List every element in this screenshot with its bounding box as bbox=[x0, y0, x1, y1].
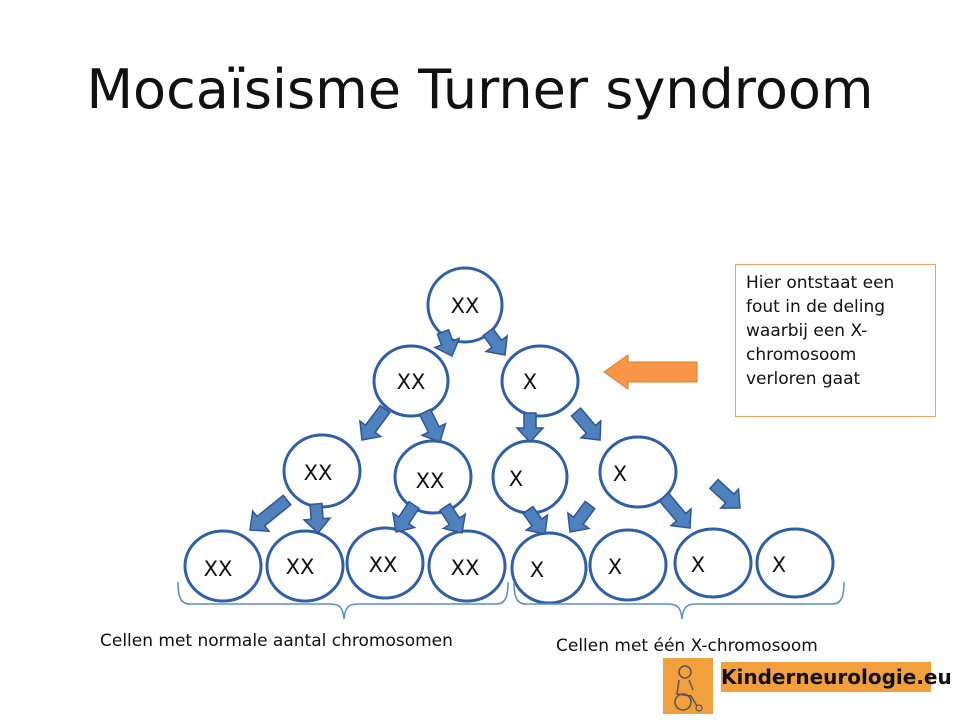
child-wheelchair-logo-icon bbox=[663, 658, 713, 714]
cell-l3d: XX bbox=[427, 529, 507, 603]
division-arrow bbox=[358, 404, 391, 441]
left-group-brace bbox=[177, 581, 509, 620]
cell-label: X bbox=[691, 553, 705, 577]
cell-label: XX bbox=[451, 556, 480, 580]
cell-label: X bbox=[530, 558, 544, 582]
division-arrow bbox=[418, 408, 447, 443]
division-arrow bbox=[249, 494, 292, 533]
division-arrow bbox=[302, 502, 332, 535]
cell-l3f: X bbox=[588, 528, 668, 602]
division-arrow bbox=[570, 407, 602, 441]
division-arrow bbox=[515, 412, 545, 444]
left-group-label: Cellen met normale aantal chromosomen bbox=[100, 631, 453, 651]
cell-label: XX bbox=[204, 557, 233, 581]
error-callout-box: Hier ontstaat een fout in de deling waar… bbox=[735, 264, 936, 417]
division-arrow bbox=[433, 328, 461, 358]
cell-label: XX bbox=[286, 555, 315, 579]
division-arrow bbox=[482, 327, 509, 356]
cell-label: XX bbox=[369, 553, 398, 577]
division-arrow bbox=[708, 478, 741, 509]
callout-text: Hier ontstaat een fout in de deling waar… bbox=[746, 273, 895, 389]
cell-l2c: X bbox=[491, 439, 569, 515]
cell-label: X bbox=[608, 555, 622, 579]
cell-l3a: XX bbox=[183, 529, 263, 603]
cell-l2b: XX bbox=[393, 439, 473, 515]
division-arrow bbox=[391, 500, 421, 533]
cell-label: X bbox=[509, 467, 523, 491]
division-arrow bbox=[522, 505, 549, 535]
right-group-label: Cellen met één X-chromosoom bbox=[556, 636, 818, 656]
logo-text: Kinderneurologie.eu bbox=[721, 662, 952, 692]
cell-label: XX bbox=[416, 469, 445, 493]
cell-label: X bbox=[613, 462, 627, 486]
cell-l3h: X bbox=[755, 527, 835, 599]
cell-l3c: XX bbox=[345, 526, 425, 600]
cell-l2d: X bbox=[598, 435, 678, 509]
cell-l3b: XX bbox=[265, 529, 345, 603]
cell-label: XX bbox=[304, 461, 333, 485]
error-pointer-arrow bbox=[603, 354, 698, 390]
cell-l3e: X bbox=[510, 531, 588, 605]
division-arrow bbox=[658, 492, 692, 529]
cell-root: XX bbox=[426, 266, 504, 344]
division-arrow bbox=[438, 502, 467, 534]
page-title: Mocaïsisme Turner syndroom bbox=[86, 58, 874, 121]
cell-l2a: XX bbox=[282, 433, 362, 509]
cell-label: XX bbox=[451, 294, 480, 318]
cell-l1b: X bbox=[500, 344, 580, 418]
cell-label: X bbox=[772, 553, 786, 577]
division-arrow bbox=[566, 500, 596, 533]
cell-label: X bbox=[523, 370, 537, 394]
cell-label: XX bbox=[397, 370, 426, 394]
cell-l3g: X bbox=[673, 527, 753, 599]
cell-l1a: XX bbox=[372, 344, 450, 418]
right-group-brace bbox=[513, 581, 845, 620]
